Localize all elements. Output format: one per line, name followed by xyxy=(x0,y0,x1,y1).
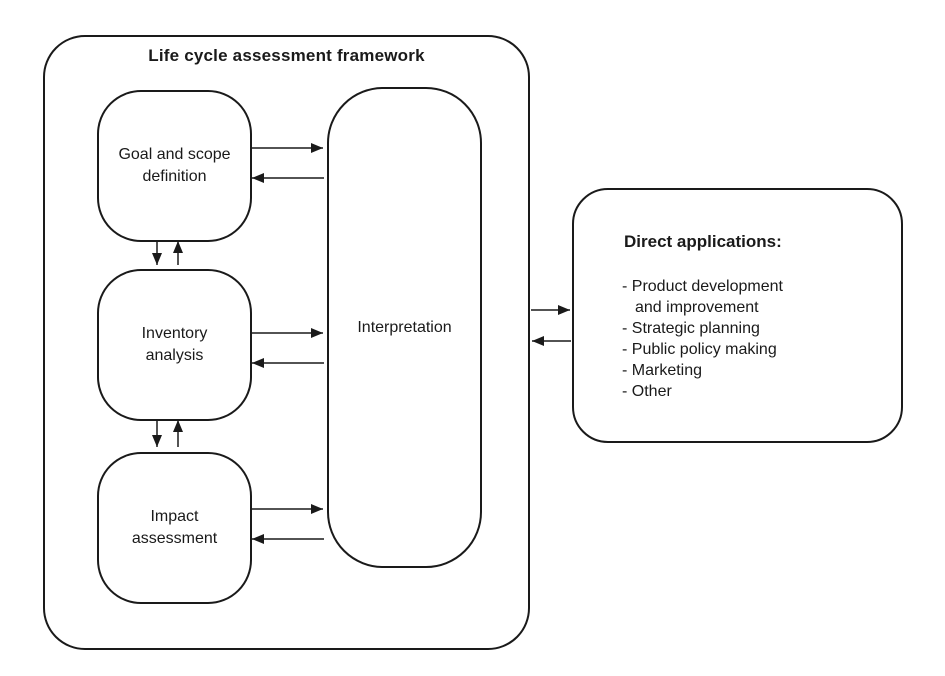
interpretation-box: Interpretation xyxy=(327,87,482,568)
direct-applications-heading: Direct applications: xyxy=(624,232,782,251)
list-item: - Marketing xyxy=(622,362,703,379)
list-item: - Public policy making xyxy=(622,341,777,358)
impact-assessment-box: Impact assessment xyxy=(97,452,252,604)
framework-box: Life cycle assessment framework Goal and… xyxy=(43,35,530,650)
inventory-analysis-box: Inventory analysis xyxy=(97,269,252,421)
direct-applications-list: - Product development and improvement - … xyxy=(622,276,832,402)
list-item: - Other xyxy=(622,383,672,400)
framework-title: Life cycle assessment framework xyxy=(148,46,425,65)
direct-applications-box: Direct applications: - Product developme… xyxy=(572,188,903,443)
goal-and-scope-box: Goal and scope definition xyxy=(97,90,252,242)
list-item: - Strategic planning xyxy=(622,320,760,337)
list-item: - Product development and improvement xyxy=(622,278,783,316)
